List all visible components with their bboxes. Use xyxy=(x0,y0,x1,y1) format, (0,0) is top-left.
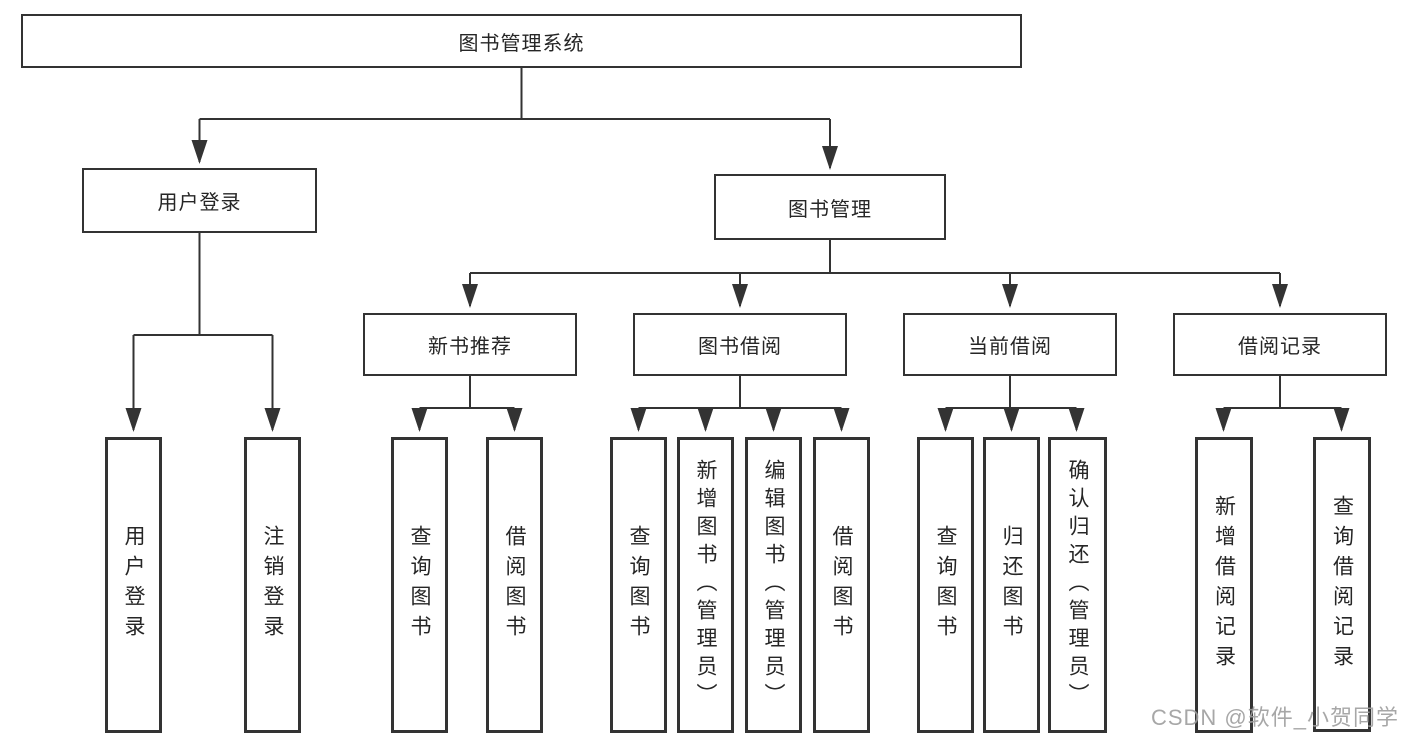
node-borrowing-records: 借阅记录 xyxy=(1173,313,1387,376)
node-label: 借阅图书 xyxy=(503,525,526,645)
node-label: 注销登录 xyxy=(261,525,284,645)
node-label: 查询图书 xyxy=(408,525,431,645)
node-leaf-query-books-1: 查询图书 xyxy=(391,437,448,733)
node-label: 编辑图书（管理员） xyxy=(762,459,785,711)
node-label: 查询图书 xyxy=(934,525,957,645)
node-user-login: 用户登录 xyxy=(82,168,317,233)
node-leaf-query-books-2: 查询图书 xyxy=(610,437,667,733)
node-leaf-borrow-books-1: 借阅图书 xyxy=(486,437,543,733)
node-label: 确认归还（管理员） xyxy=(1066,459,1089,711)
node-leaf-query-books-3: 查询图书 xyxy=(917,437,974,733)
node-label: 新增图书（管理员） xyxy=(694,459,717,711)
node-leaf-return-books: 归还图书 xyxy=(983,437,1040,733)
node-leaf-query-borrow-record: 查询借阅记录 xyxy=(1313,437,1371,732)
node-label: 用户登录 xyxy=(122,525,145,645)
node-book-borrowing: 图书借阅 xyxy=(633,313,847,376)
node-label: 查询借阅记录 xyxy=(1330,494,1354,675)
node-label: 借阅图书 xyxy=(830,525,853,645)
node-leaf-borrow-books-2: 借阅图书 xyxy=(813,437,870,733)
node-label: 新增借阅记录 xyxy=(1212,495,1236,675)
node-book-management: 图书管理 xyxy=(714,174,946,240)
node-leaf-confirm-return-admin: 确认归还（管理员） xyxy=(1048,437,1107,733)
node-leaf-add-borrow-record: 新增借阅记录 xyxy=(1195,437,1253,733)
node-library-management-system: 图书管理系统 xyxy=(21,14,1022,68)
node-current-borrowing: 当前借阅 xyxy=(903,313,1117,376)
node-label: 查询图书 xyxy=(627,525,650,645)
csdn-watermark: CSDN @软件_小贺同学 xyxy=(1150,705,1399,730)
node-leaf-add-books-admin: 新增图书（管理员） xyxy=(677,437,734,733)
node-label: 归还图书 xyxy=(1000,525,1023,645)
node-leaf-logout: 注销登录 xyxy=(244,437,301,733)
node-leaf-user-login: 用户登录 xyxy=(105,437,162,733)
node-leaf-edit-books-admin: 编辑图书（管理员） xyxy=(745,437,802,733)
node-new-book-recommendation: 新书推荐 xyxy=(363,313,577,376)
